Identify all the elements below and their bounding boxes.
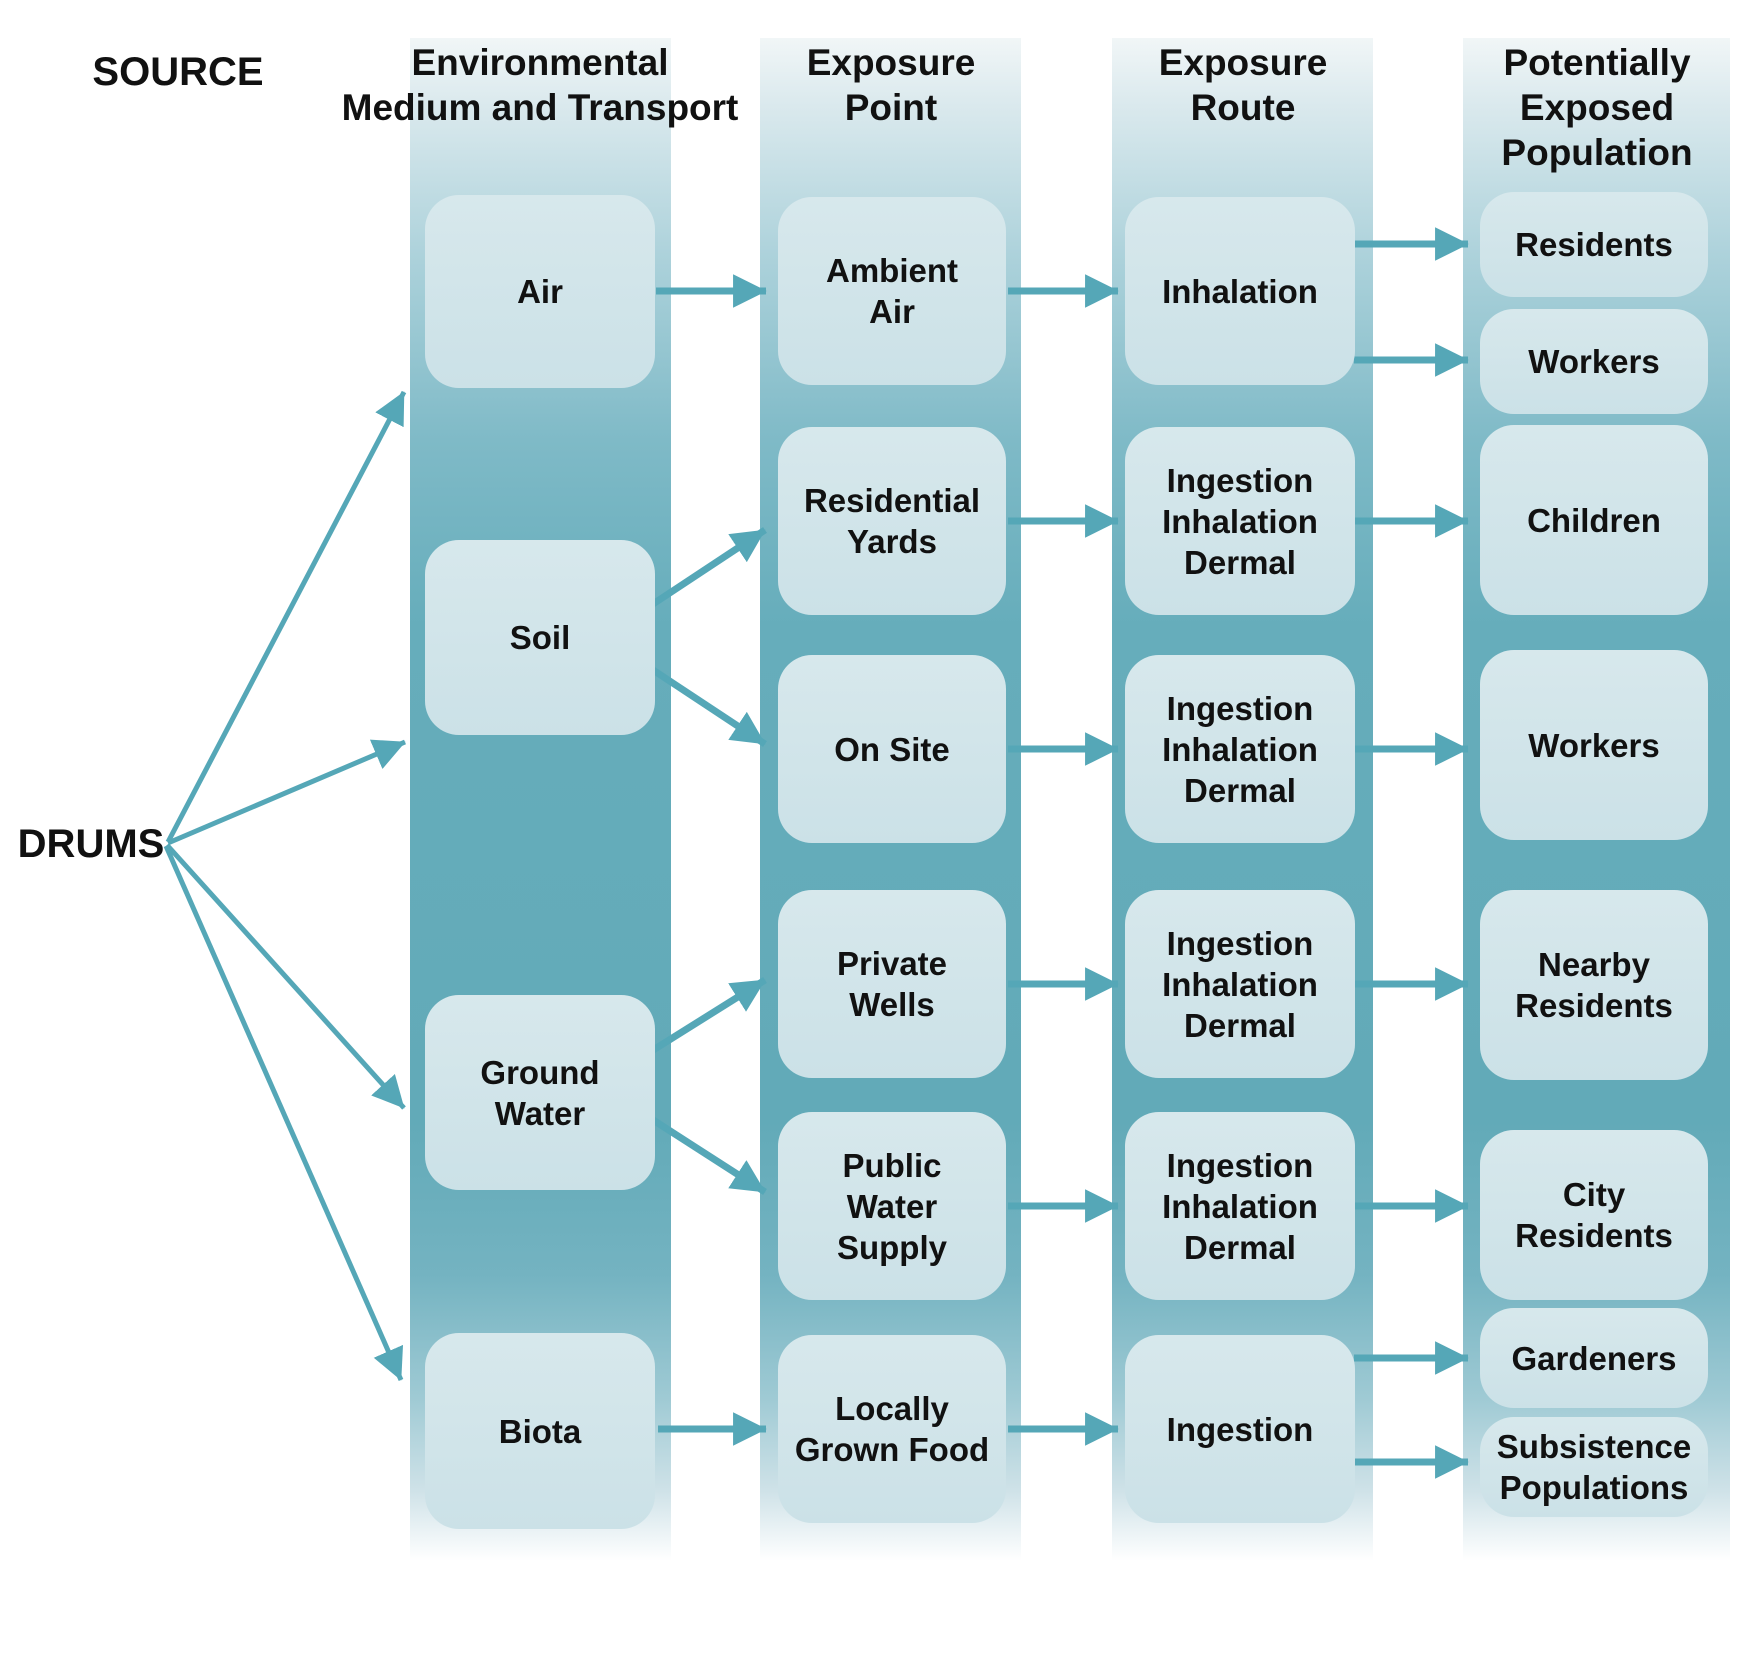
- header-exposure-point: Exposure Point: [806, 42, 976, 128]
- node-cityresidents: City Residents: [1480, 1130, 1708, 1300]
- arrow-drums-to-biota: [163, 844, 404, 1382]
- node-iid4: Ingestion Inhalation Dermal: [1125, 1112, 1355, 1300]
- node-ingestion: Ingestion: [1125, 1335, 1355, 1523]
- node-privatewells: Private Wells: [778, 890, 1006, 1078]
- node-workers2: Workers: [1480, 650, 1708, 840]
- node-iid1: Ingestion Inhalation Dermal: [1125, 427, 1355, 615]
- header-source: SOURCE: [92, 50, 264, 94]
- header-environmental-medium: Environmental Medium and Transport: [341, 42, 739, 128]
- arrow-drums-to-air: [165, 390, 407, 844]
- node-iid3: Ingestion Inhalation Dermal: [1125, 890, 1355, 1078]
- arrow-drums-to-soil: [167, 739, 406, 846]
- node-soil: Soil: [425, 540, 655, 735]
- node-gardeners: Gardeners: [1480, 1308, 1708, 1408]
- node-locallygrown: Locally Grown Food: [778, 1335, 1006, 1523]
- node-children: Children: [1480, 425, 1708, 615]
- node-onsite: On Site: [778, 655, 1006, 843]
- node-publicwater: Public Water Supply: [778, 1112, 1006, 1300]
- node-subsistence: Subsistence Populations: [1480, 1417, 1708, 1517]
- header-potentially-exposed-population: Potentially Exposed Population: [1501, 42, 1693, 173]
- node-iid2: Ingestion Inhalation Dermal: [1125, 655, 1355, 843]
- header-exposure-route: Exposure Route: [1158, 42, 1328, 128]
- node-ambientair: Ambient Air: [778, 197, 1006, 385]
- node-groundwater: Ground Water: [425, 995, 655, 1190]
- node-nearbyresidents: Nearby Residents: [1480, 890, 1708, 1080]
- node-residentialyards: Residential Yards: [778, 427, 1006, 615]
- node-inhalation: Inhalation: [1125, 197, 1355, 385]
- node-biota: Biota: [425, 1333, 655, 1529]
- node-residents: Residents: [1480, 192, 1708, 297]
- arrow-drums-to-groundwater: [165, 843, 406, 1110]
- node-air: Air: [425, 195, 655, 388]
- node-drums: DRUMS: [17, 822, 165, 866]
- node-workers1: Workers: [1480, 309, 1708, 414]
